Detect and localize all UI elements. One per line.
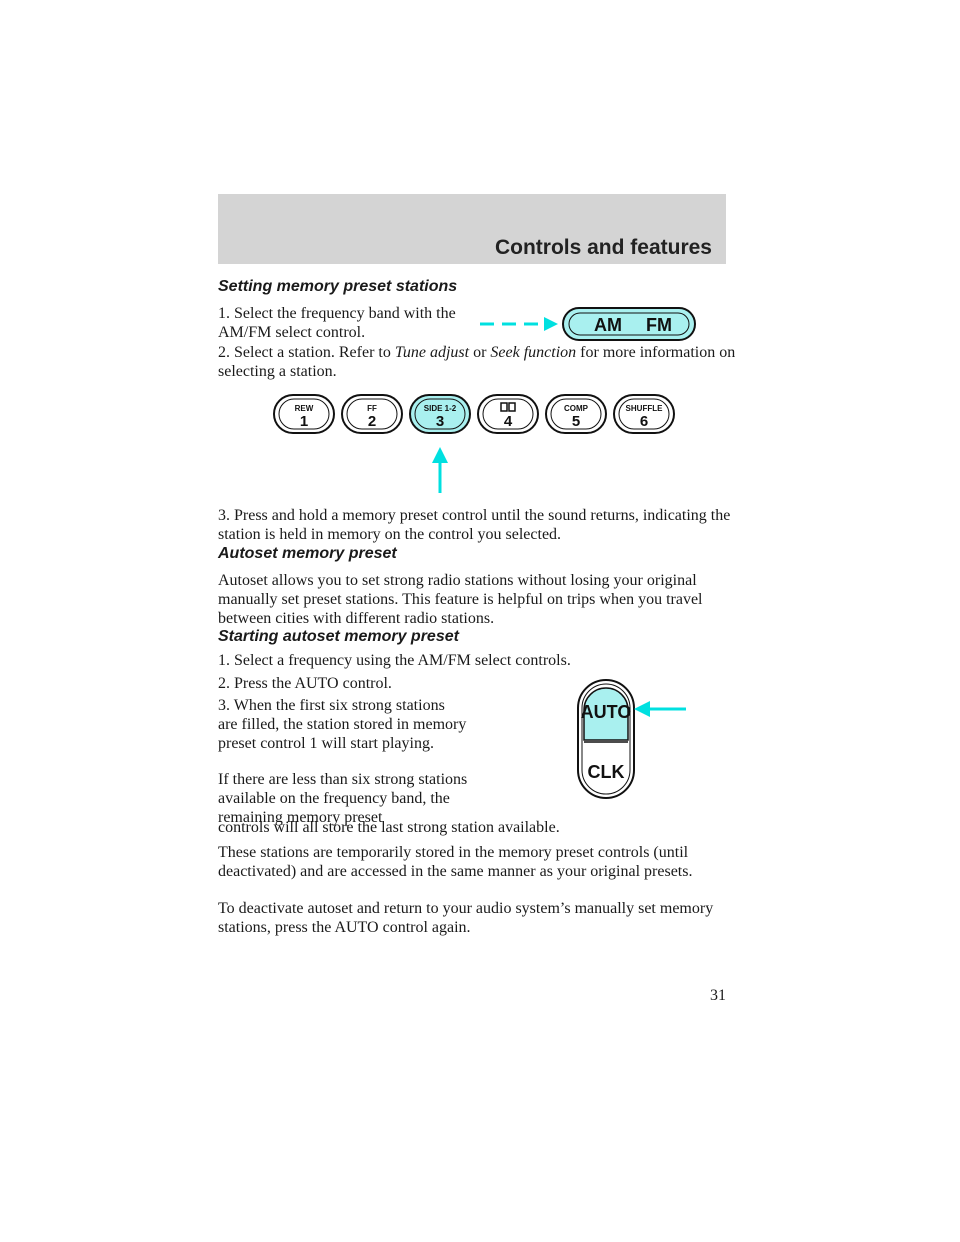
preset-button-4[interactable]: 4	[477, 394, 539, 434]
preset-number: 3	[436, 413, 444, 430]
preset-button-3[interactable]: SIDE 1-23	[409, 394, 471, 434]
preset-top-label: FF	[367, 404, 377, 413]
step-2-text: 2. Select a station. Refer to Tune adjus…	[218, 343, 738, 381]
preset-top-label: SHUFFLE	[626, 404, 664, 413]
temporary-storage-text: These stations are temporarily stored in…	[218, 844, 693, 880]
preset-number: 1	[300, 413, 308, 430]
step-2-lead: 2. Select a station. Refer to	[218, 344, 391, 361]
clk-label: CLK	[588, 762, 625, 782]
page-number: 31	[710, 987, 726, 1004]
step-2-tail: for more information on selecting a stat…	[218, 344, 736, 380]
auto-label: AUTO	[581, 702, 632, 722]
seek-function-ref: Seek function	[490, 344, 577, 361]
heading-setting-memory-presets: Setting memory preset stations	[218, 278, 458, 295]
preset-number: 2	[368, 413, 376, 430]
fewer-stations-note-cont: controls will all store the last strong …	[218, 819, 560, 836]
preset-top-label: SIDE 1-2	[424, 404, 457, 413]
fewer-stations-note: If there are less than six strong statio…	[218, 771, 468, 826]
arrow-head-icon	[544, 317, 558, 331]
starting-step-3: 3. When the first six strong stations ar…	[218, 697, 467, 752]
section-title: Controls and features	[494, 236, 712, 259]
amfm-control-illustration: AM FM	[480, 307, 696, 341]
am-label: AM	[594, 315, 622, 335]
dolby-icon	[500, 402, 516, 412]
starting-step-1: 1. Select a frequency using the AM/FM se…	[218, 652, 571, 669]
auto-button[interactable]	[583, 687, 629, 741]
arrow-left-icon	[634, 701, 650, 717]
tune-adjust-ref: Tune adjust	[394, 344, 470, 361]
preset-button-2[interactable]: FF2	[341, 394, 403, 434]
preset-top-label: COMP	[564, 404, 589, 413]
autoset-description: Autoset allows you to set strong radio s…	[218, 572, 703, 627]
preset-top-label: REW	[295, 404, 314, 413]
preset-number: 5	[572, 413, 580, 430]
heading-starting-autoset: Starting autoset memory preset	[218, 628, 459, 645]
preset-number: 6	[640, 413, 648, 430]
starting-step-2: 2. Press the AUTO control.	[218, 675, 392, 692]
header-band: Controls and features	[218, 194, 726, 264]
step-1-text: 1. Select the frequency band with the AM…	[218, 305, 456, 341]
auto-clk-control-illustration: AUTO CLK	[577, 679, 686, 799]
amfm-button[interactable]	[562, 307, 696, 341]
heading-autoset-memory-preset: Autoset memory preset	[218, 545, 397, 562]
step-3-text: 3. Press and hold a memory preset contro…	[218, 507, 731, 543]
fm-label: FM	[646, 315, 672, 335]
deactivate-text: To deactivate autoset and return to your…	[218, 900, 714, 936]
preset-number: 4	[504, 413, 513, 430]
step-2-or: or	[473, 344, 487, 361]
arrow-up-icon	[432, 447, 448, 463]
